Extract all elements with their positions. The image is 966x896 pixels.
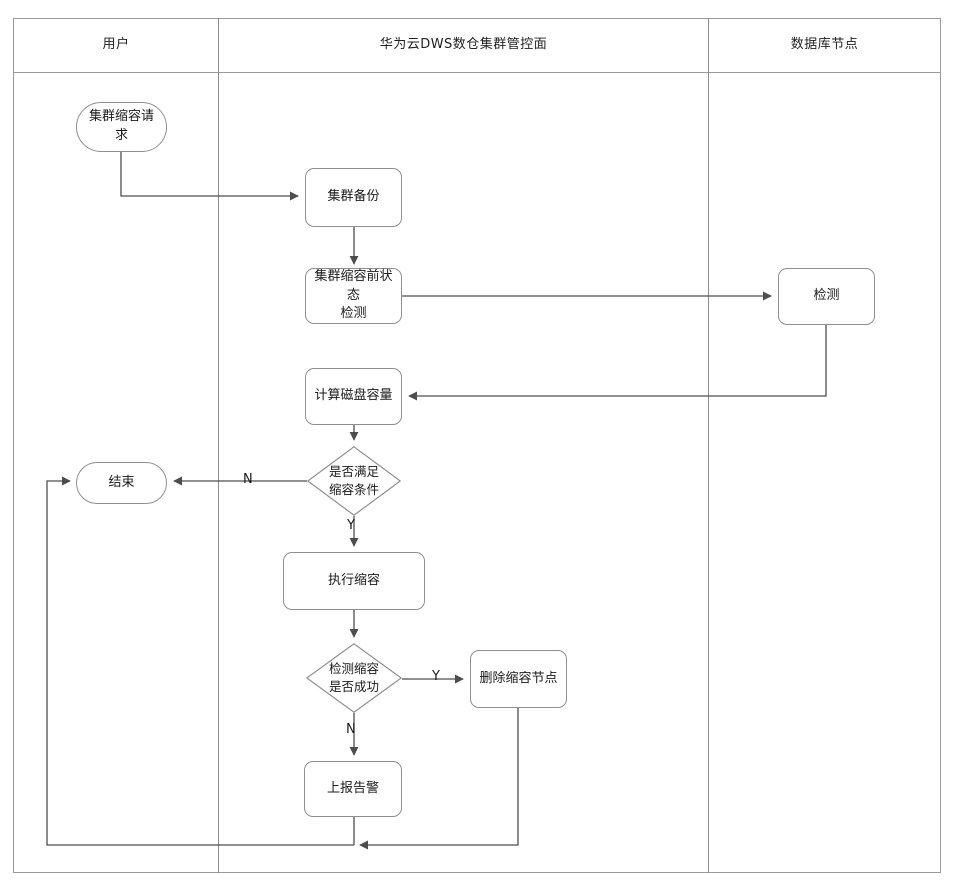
lane-title-console: 华为云DWS数仓集群管控面 bbox=[379, 37, 548, 52]
node-detect[interactable]: 检测 bbox=[778, 268, 875, 325]
edge-label-cond-yes: Y bbox=[347, 518, 355, 533]
edge-delnode-to-return bbox=[359, 708, 519, 850]
node-delete-node[interactable]: 删除缩容节点 bbox=[470, 650, 567, 708]
node-precheck[interactable]: 集群缩容前状态 检测 bbox=[305, 268, 402, 324]
node-report-alarm-label: 上报告警 bbox=[326, 780, 379, 796]
swimlane-header-separator bbox=[13, 72, 941, 73]
node-start[interactable]: 集群缩容请 求 bbox=[76, 102, 167, 152]
swimlane-frame bbox=[13, 18, 941, 873]
lane-title-user: 用户 bbox=[102, 37, 130, 52]
node-calcdisk-label: 计算磁盘容量 bbox=[314, 388, 393, 404]
diamond-shape-success bbox=[305, 643, 403, 713]
edge-detect-to-calcdisk bbox=[408, 325, 827, 401]
node-delete-node-label: 删除缩容节点 bbox=[479, 670, 558, 686]
node-condition-label: 是否满足 缩容条件 bbox=[328, 463, 379, 497]
node-start-label: 集群缩容请 求 bbox=[88, 109, 154, 143]
node-end-label: 结束 bbox=[108, 474, 135, 490]
swimlane-divider-1 bbox=[218, 18, 219, 873]
node-detect-label: 检测 bbox=[813, 288, 840, 304]
edge-label-success-no: N bbox=[346, 722, 356, 737]
swimlane-divider-2 bbox=[708, 18, 709, 873]
node-condition-shrink-allowed[interactable]: 是否满足 缩容条件 bbox=[306, 446, 402, 516]
node-backup[interactable]: 集群备份 bbox=[305, 168, 402, 227]
diamond-shape-condition bbox=[306, 446, 402, 516]
node-execute-shrink[interactable]: 执行缩容 bbox=[283, 552, 425, 610]
edge-label-success-yes: Y bbox=[432, 669, 440, 684]
edge-start-to-backup bbox=[120, 151, 299, 201]
node-precheck-label: 集群缩容前状态 检测 bbox=[314, 268, 393, 322]
node-condition-shrink-success[interactable]: 检测缩容 是否成功 bbox=[305, 643, 403, 713]
node-execute-shrink-label: 执行缩容 bbox=[327, 572, 380, 588]
node-calcdisk[interactable]: 计算磁盘容量 bbox=[305, 368, 402, 425]
node-condition-success-label: 检测缩容 是否成功 bbox=[328, 660, 379, 694]
node-report-alarm[interactable]: 上报告警 bbox=[304, 761, 402, 817]
lane-title-dbnode: 数据库节点 bbox=[790, 37, 859, 52]
node-end[interactable]: 结束 bbox=[76, 462, 167, 504]
node-backup-label: 集群备份 bbox=[327, 189, 380, 205]
edge-label-cond-no: N bbox=[243, 472, 253, 487]
edge-return-to-end bbox=[46, 476, 354, 846]
